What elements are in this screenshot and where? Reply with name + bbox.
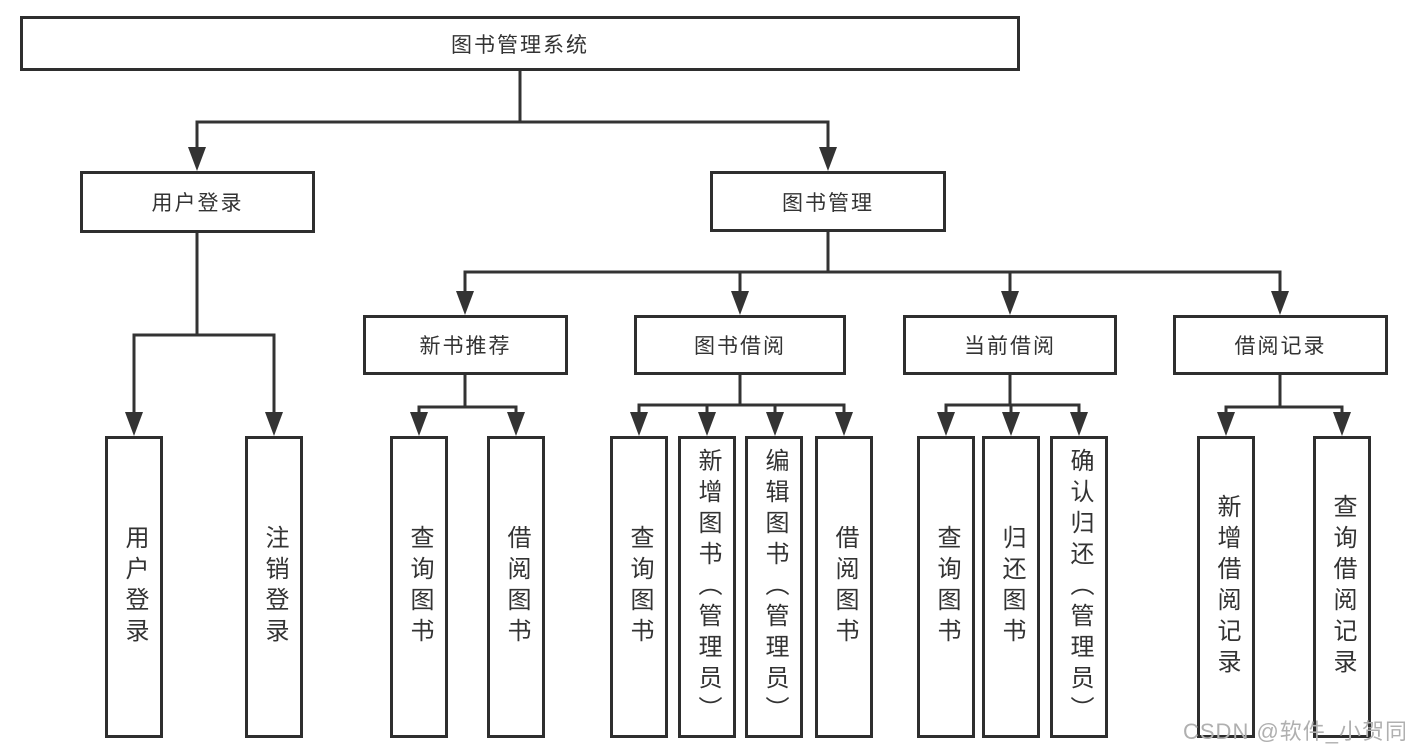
arrow-icon bbox=[456, 291, 474, 315]
leaf-add-books-admin: 新增图书（管理员） bbox=[678, 436, 736, 738]
leaf-borrow-books: 借阅图书 bbox=[815, 436, 873, 738]
leaf-query-books: 查询图书 bbox=[610, 436, 668, 738]
connector-records-to-leaves bbox=[1224, 375, 1344, 416]
node-new-book-recommendation: 新书推荐 bbox=[363, 315, 568, 375]
arrow-icon bbox=[937, 412, 955, 436]
leaf-return-books: 归还图书 bbox=[982, 436, 1040, 738]
leaf-confirm-return-admin: 确认归还（管理员） bbox=[1050, 436, 1108, 738]
connector-current-to-leaves bbox=[944, 375, 1081, 416]
arrow-icon bbox=[1002, 412, 1020, 436]
arrow-icon bbox=[731, 291, 749, 315]
csdn-watermark: CSDN @软件_小贺同学 bbox=[1183, 719, 1405, 744]
connector-userlogin-to-leaves bbox=[132, 233, 276, 416]
connector-bookmgmt-to-level3 bbox=[463, 232, 1282, 294]
leaf-add-borrow-record: 新增借阅记录 bbox=[1197, 436, 1255, 738]
leaf-user-login: 用户登录 bbox=[105, 436, 163, 738]
arrow-icon bbox=[766, 412, 784, 436]
arrow-icon bbox=[1333, 412, 1351, 436]
arrow-icon bbox=[507, 412, 525, 436]
arrow-icon bbox=[410, 412, 428, 436]
leaf-borrow-books: 借阅图书 bbox=[487, 436, 545, 738]
leaf-edit-books-admin: 编辑图书（管理员） bbox=[745, 436, 803, 738]
leaf-query-borrow-record: 查询借阅记录 bbox=[1313, 436, 1371, 738]
connector-borrowing-to-leaves bbox=[637, 375, 846, 416]
arrow-icon bbox=[265, 412, 283, 436]
node-book-management: 图书管理 bbox=[710, 171, 946, 232]
leaf-query-books: 查询图书 bbox=[390, 436, 448, 738]
leaf-logout: 注销登录 bbox=[245, 436, 303, 738]
arrow-icon bbox=[1217, 412, 1235, 436]
connector-root-to-level2 bbox=[195, 71, 830, 150]
arrow-icon bbox=[819, 147, 837, 171]
node-book-borrowing: 图书借阅 bbox=[634, 315, 846, 375]
node-current-borrowing: 当前借阅 bbox=[903, 315, 1117, 375]
arrow-icon bbox=[1271, 291, 1289, 315]
leaf-query-books: 查询图书 bbox=[917, 436, 975, 738]
arrow-icon bbox=[1070, 412, 1088, 436]
arrow-icon bbox=[1001, 291, 1019, 315]
node-library-management-system: 图书管理系统 bbox=[20, 16, 1020, 71]
arrow-icon bbox=[835, 412, 853, 436]
arrow-icon bbox=[125, 412, 143, 436]
connector-newrec-to-leaves bbox=[417, 375, 518, 416]
arrow-icon bbox=[630, 412, 648, 436]
node-borrowing-records: 借阅记录 bbox=[1173, 315, 1388, 375]
arrow-icon bbox=[698, 412, 716, 436]
arrow-icon bbox=[188, 147, 206, 171]
node-user-login: 用户登录 bbox=[80, 171, 315, 233]
